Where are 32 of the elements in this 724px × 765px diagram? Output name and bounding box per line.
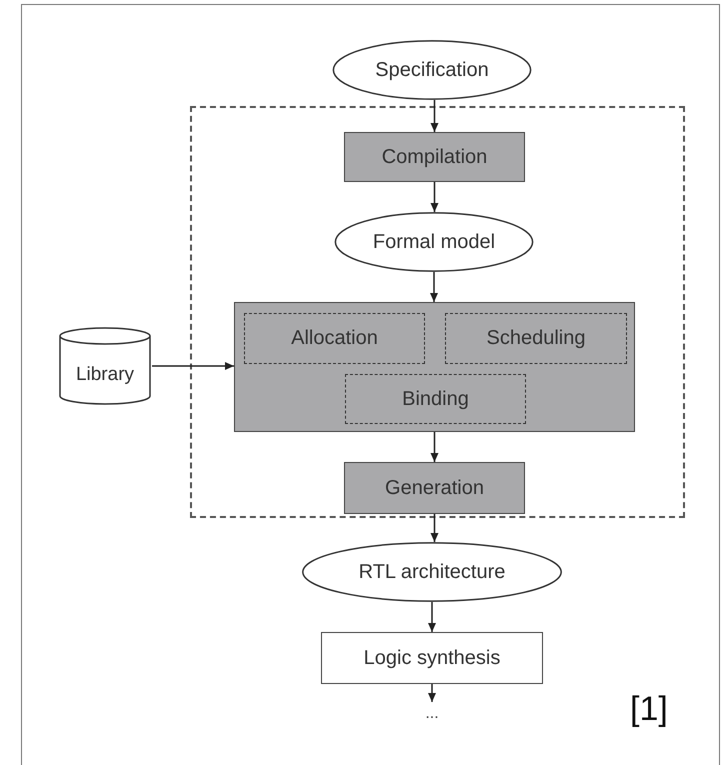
library-cylinder: [58, 326, 152, 406]
process-box: [321, 632, 543, 684]
node-label: Compilation: [382, 146, 488, 168]
arrow: [430, 432, 438, 462]
dashed-step-box: [244, 313, 425, 364]
process-box: [344, 462, 525, 514]
process-box: [344, 132, 525, 182]
node-label: ...: [425, 705, 439, 723]
arrow: [430, 100, 438, 132]
node-label: Library: [76, 364, 134, 386]
node-label: Binding: [402, 388, 469, 410]
arrow: [152, 362, 234, 370]
arrow: [430, 272, 438, 302]
ellipse-node: [334, 212, 534, 272]
process-box: [234, 302, 635, 432]
dashed-group-box: [190, 106, 685, 518]
node-label: Formal model: [372, 230, 496, 254]
dashed-step-box: [345, 374, 526, 424]
ellipse-node: [301, 542, 563, 602]
arrow: [428, 602, 436, 632]
ellipse-node: [332, 40, 532, 100]
dashed-step-box: [445, 313, 627, 364]
arrow: [430, 182, 438, 212]
node-label: Specification: [375, 58, 489, 82]
node-label: Allocation: [291, 327, 378, 350]
node-label: Generation: [385, 476, 484, 500]
arrow: [430, 514, 438, 542]
reference-number: [1]: [630, 690, 668, 729]
node-label: RTL architecture: [358, 560, 506, 584]
arrow: [428, 684, 436, 702]
node-label: Scheduling: [486, 327, 586, 350]
node-label: Logic synthesis: [364, 646, 500, 670]
